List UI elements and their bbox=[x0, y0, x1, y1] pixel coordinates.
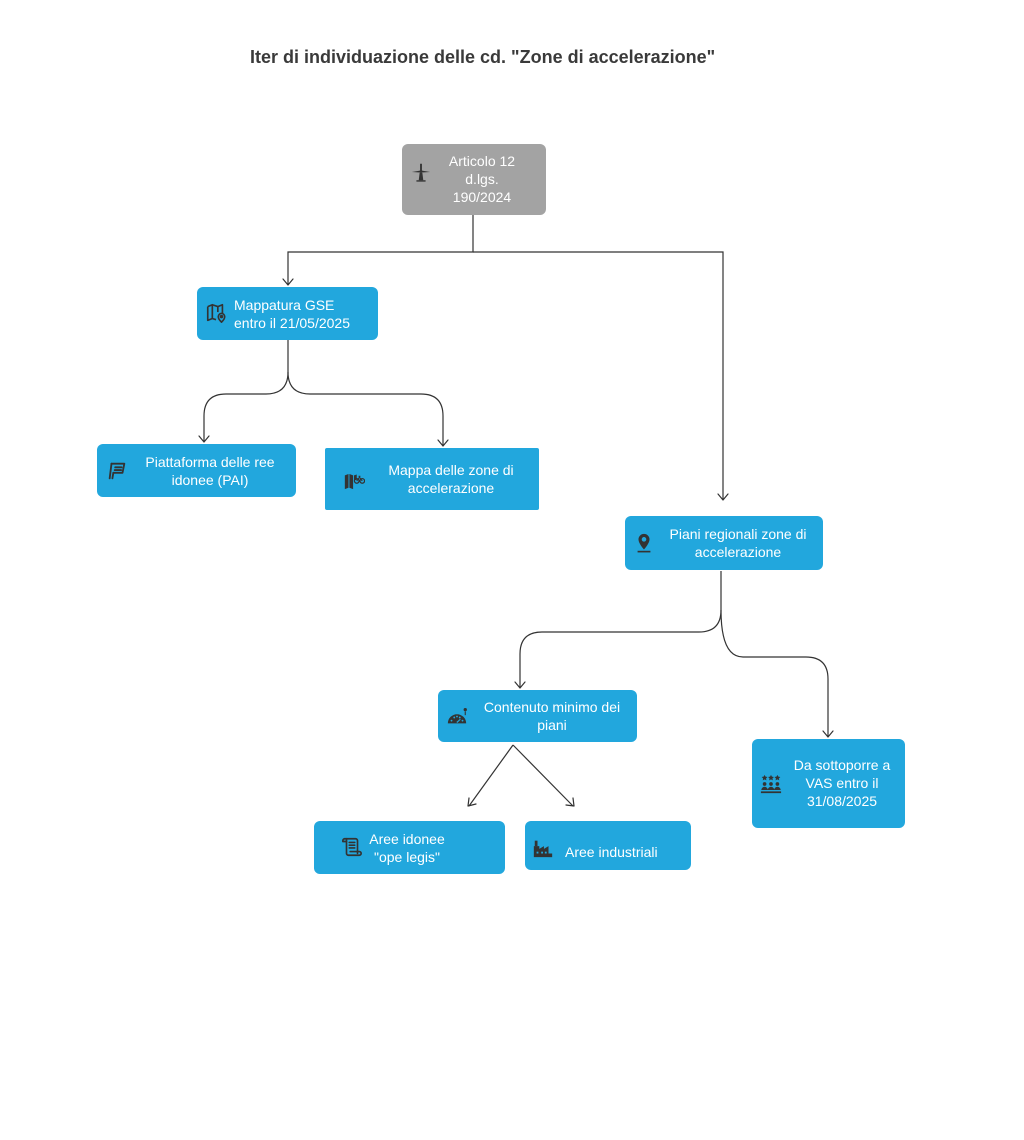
node-aree-industriali[interactable]: Aree industriali bbox=[525, 821, 691, 870]
node-contenuto-line2: piani bbox=[537, 717, 567, 733]
node-mappa-zone[interactable]: Mappa delle zone di accelerazione bbox=[325, 448, 539, 510]
arrowhead bbox=[717, 493, 729, 501]
factory-icon bbox=[532, 837, 554, 859]
map-pin-icon bbox=[205, 302, 227, 324]
node-vas-line3: 31/08/2025 bbox=[806, 793, 878, 809]
node-articolo-12[interactable]: Articolo 12 d.lgs. 190/2024 bbox=[402, 144, 546, 215]
connector-articolo-piani bbox=[473, 251, 724, 500]
node-piani-line1: Piani regionali zone di bbox=[669, 526, 807, 542]
platform-icon bbox=[106, 460, 128, 482]
arrowhead bbox=[198, 435, 210, 443]
node-vas[interactable]: Da sottoporre a VAS entro il 31/08/2025 bbox=[752, 739, 905, 828]
arrowhead bbox=[467, 797, 477, 807]
node-vas-line2: VAS entro il bbox=[805, 775, 879, 791]
wind-turbine-icon bbox=[410, 161, 432, 183]
connector-articolo-mappatura bbox=[287, 215, 474, 285]
node-mappatura-gse[interactable]: Mappatura GSE entro il 21/05/2025 bbox=[197, 287, 378, 340]
node-articolo-line2: d.lgs. bbox=[465, 171, 499, 187]
connector-mappatura-piattaforma bbox=[203, 340, 289, 442]
map-bike-icon bbox=[343, 469, 365, 491]
node-piattaforma-pai[interactable]: Piattaforma delle ree idonee (PAI) bbox=[97, 444, 296, 497]
connector-mappatura-mappa bbox=[287, 371, 444, 446]
people-rating-icon bbox=[760, 773, 782, 795]
node-contenuto-minimo[interactable]: Contenuto minimo dei piani bbox=[438, 690, 637, 742]
arrowhead bbox=[822, 730, 834, 738]
node-aree-idonee[interactable]: Aree idonee "ope legis" bbox=[314, 821, 505, 874]
connector-piani-vas bbox=[720, 609, 829, 737]
arrowhead bbox=[282, 278, 294, 286]
node-piattaforma-line2: idonee (PAI) bbox=[171, 472, 249, 488]
arrowhead bbox=[565, 797, 575, 807]
gauge-icon bbox=[446, 706, 468, 728]
node-piattaforma-line1: Piattaforma delle ree bbox=[145, 454, 275, 470]
node-aree-idonee-line1: Aree idonee bbox=[369, 831, 445, 847]
node-piani-regionali[interactable]: Piani regionali zone di accelerazione bbox=[625, 516, 823, 570]
node-aree-industriali-line1: Aree industriali bbox=[565, 844, 658, 860]
connector-piani-contenuto bbox=[519, 571, 722, 688]
node-piani-line2: accelerazione bbox=[694, 544, 782, 560]
node-mappatura-line2: entro il 21/05/2025 bbox=[234, 315, 350, 331]
arrowhead bbox=[437, 439, 449, 447]
node-articolo-line3: 190/2024 bbox=[452, 189, 512, 205]
node-mappa-line2: accelerazione bbox=[407, 480, 495, 496]
arrowhead bbox=[514, 681, 526, 689]
connector-contenuto-idonee bbox=[468, 744, 514, 807]
node-articolo-line1: Articolo 12 bbox=[448, 153, 516, 169]
node-contenuto-line1: Contenuto minimo dei bbox=[483, 699, 621, 715]
node-aree-idonee-line2: "ope legis" bbox=[374, 849, 440, 865]
node-mappa-line1: Mappa delle zone di bbox=[388, 462, 514, 478]
location-pin-icon bbox=[633, 532, 655, 554]
diagram-title: Iter di individuazione delle cd. "Zone d… bbox=[250, 47, 716, 67]
scroll-icon bbox=[341, 836, 363, 858]
node-mappatura-line1: Mappatura GSE bbox=[234, 297, 335, 313]
node-vas-line1: Da sottoporre a bbox=[793, 757, 891, 773]
connector-contenuto-industriali bbox=[512, 744, 574, 807]
